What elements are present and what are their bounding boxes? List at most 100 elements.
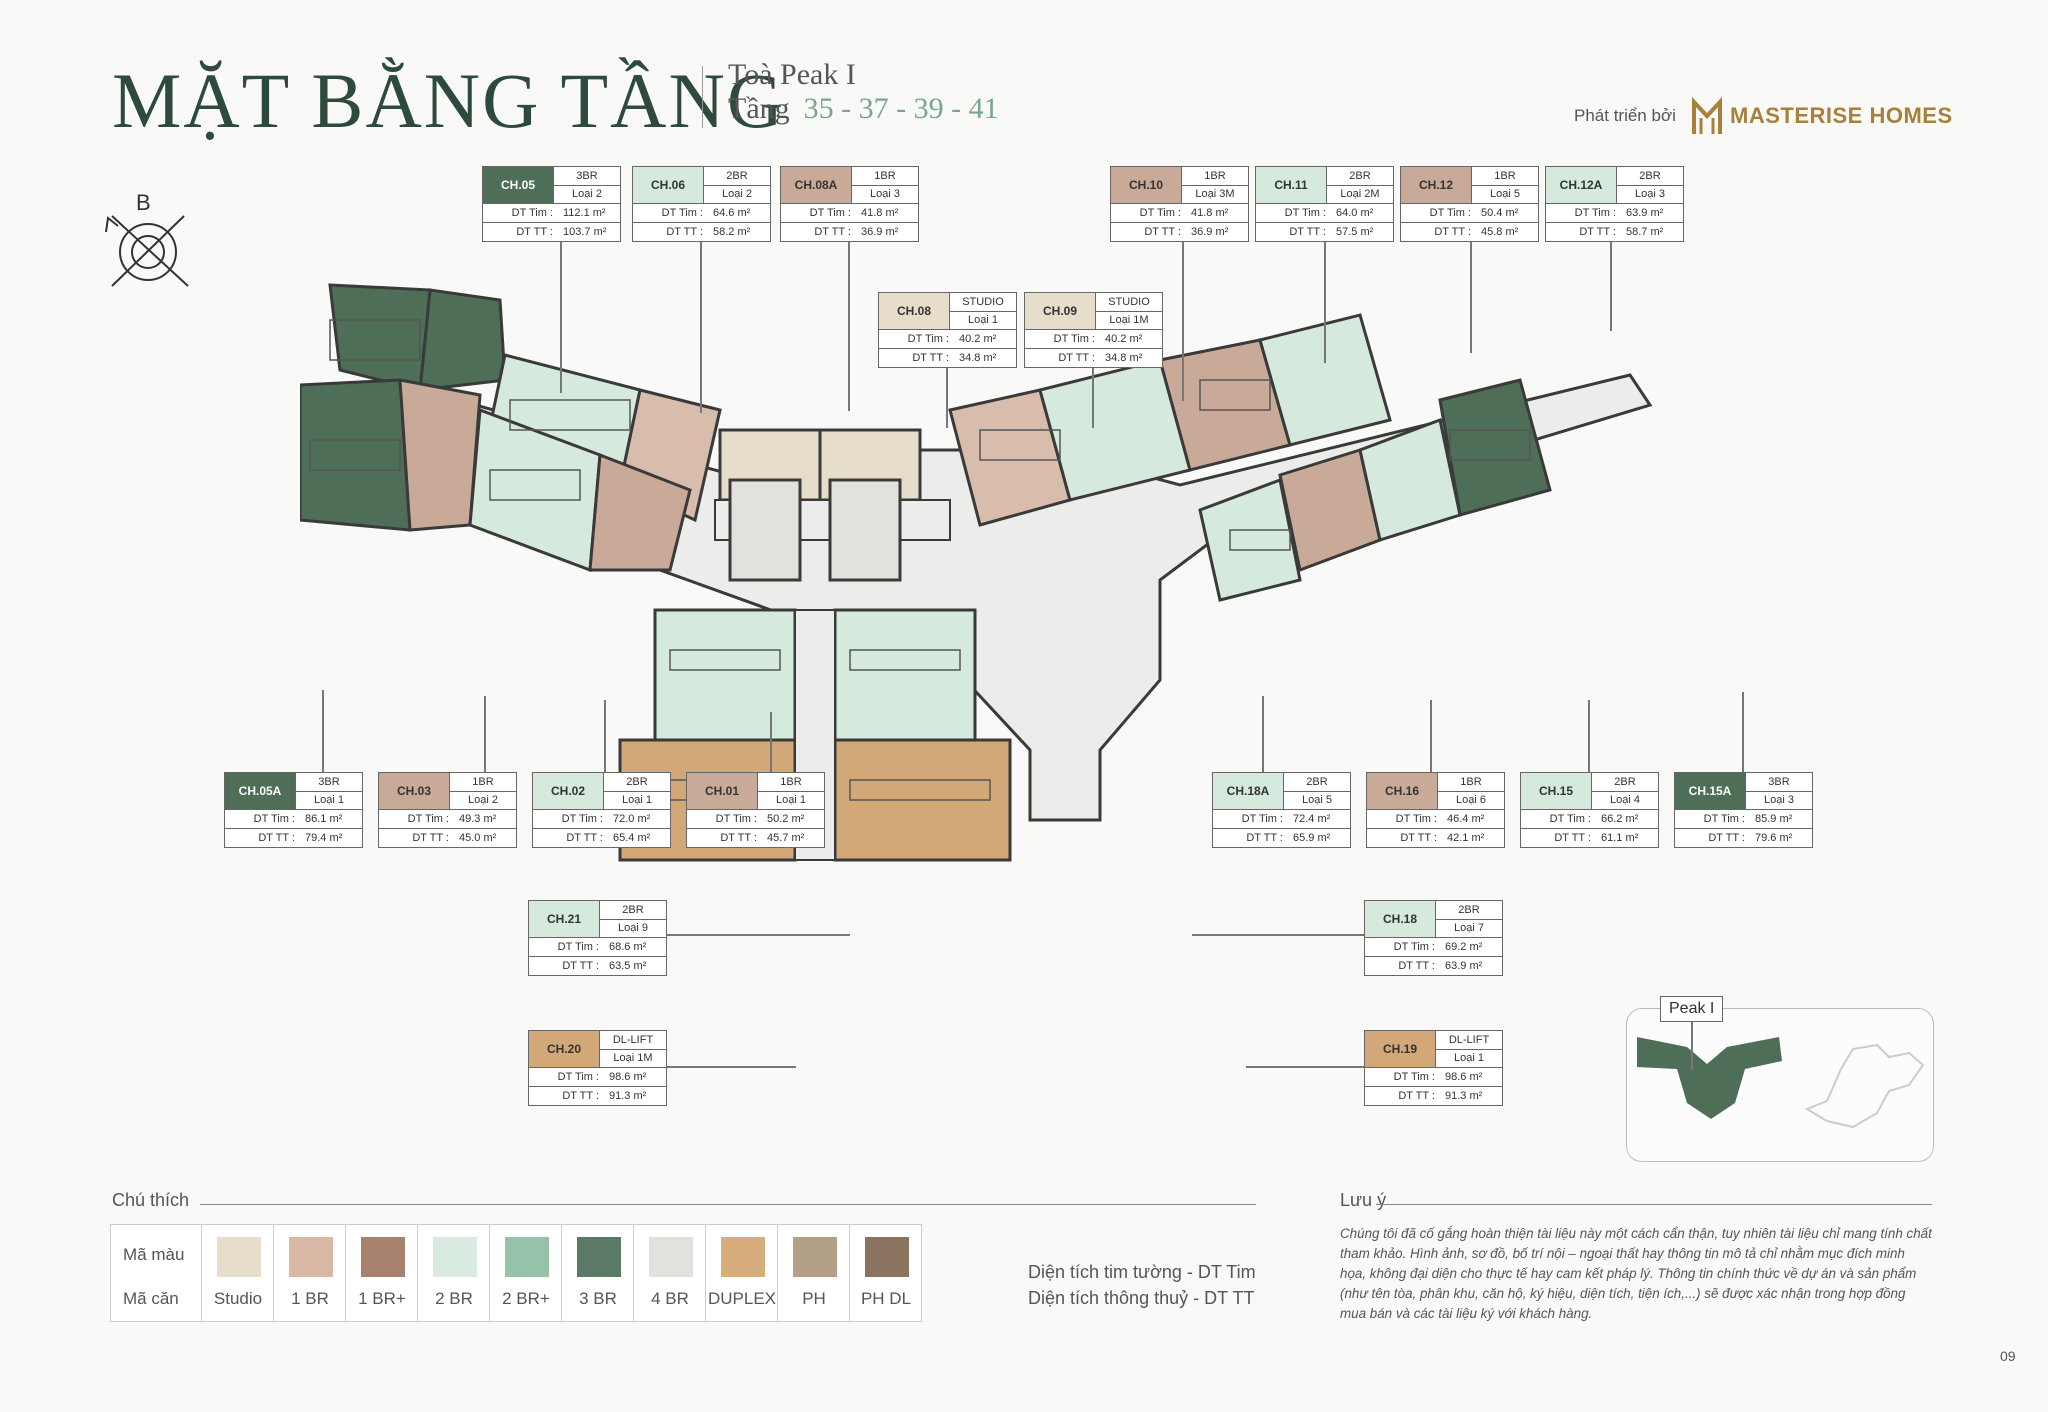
unit-area-tim-row: DT Tim :66.2 m² xyxy=(1521,810,1658,829)
unit-variant: Loại 2M xyxy=(1327,185,1393,204)
unit-code: CH.02 xyxy=(533,773,604,810)
area-tim-label: DT Tim : xyxy=(1574,207,1616,219)
area-tt-value: 65.4 m² xyxy=(613,832,651,844)
card-leader-line xyxy=(1610,241,1612,331)
legend-item: DUPLEX xyxy=(705,1225,778,1321)
unit-area-tt-row: DT TT :63.9 m² xyxy=(1365,957,1502,975)
floor-label: Tầng xyxy=(728,92,790,125)
card-leader-line xyxy=(700,241,702,413)
unit-area-tt-row: DT TT : 63.5 m² xyxy=(529,957,666,975)
brand-logo: MASTERISE HOMES xyxy=(1692,96,1953,136)
legend-item: Studio xyxy=(201,1225,274,1321)
unit-area-tim-row: DT Tim : 49.3 m² xyxy=(379,810,516,829)
unit-variant: Loại 3 xyxy=(852,185,918,204)
legend-code-row-label: Mã căn xyxy=(123,1289,179,1308)
unit-code: CH.18A xyxy=(1213,773,1284,810)
unit-area-tt-row: DT TT :34.8 m² xyxy=(1025,349,1162,367)
area-tt-value: 63.5 m² xyxy=(609,960,647,972)
unit-variant: Loại 3 xyxy=(1746,791,1812,810)
legend-item: PH DL xyxy=(849,1225,922,1321)
room-partition xyxy=(329,319,421,361)
area-tim-value: 50.2 m² xyxy=(767,813,805,825)
area-tim-label: DT Tim : xyxy=(907,333,949,345)
unit-type: 1BR xyxy=(1438,773,1504,792)
room-partition xyxy=(489,469,581,501)
area-tt-value: 61.1 m² xyxy=(1601,832,1639,844)
unit-area-tt-row: DT TT :58.2 m² xyxy=(633,223,770,241)
area-tim-label: DT Tim : xyxy=(809,207,851,219)
unit-code: CH.20 xyxy=(529,1031,600,1068)
unit-ch12a xyxy=(1258,313,1392,447)
note-rule xyxy=(1376,1204,1932,1205)
area-tim-value: 112.1 m² xyxy=(563,207,606,219)
unit-area-tim-row: DT Tim :40.2 m² xyxy=(879,330,1016,349)
area-tt-label: DT TT : xyxy=(1144,226,1181,238)
legend-item-name: 2 BR+ xyxy=(502,1289,550,1308)
legend-rule xyxy=(200,1204,1256,1205)
unit-variant: Loại 1 xyxy=(296,791,362,810)
area-tt-label: DT TT : xyxy=(1058,352,1095,364)
legend-item: PH xyxy=(777,1225,850,1321)
room-partition xyxy=(849,779,991,801)
area-note-tim: Diện tích tim tường - DT Tim xyxy=(1028,1262,1256,1282)
area-tim-value: 85.9 m² xyxy=(1755,813,1793,825)
area-tt-value: 36.9 m² xyxy=(1191,226,1229,238)
area-tt-value: 103.7 m² xyxy=(563,226,607,238)
unit-code: CH.08 xyxy=(879,293,950,330)
unit-variant: Loại 1 xyxy=(950,311,1016,330)
area-tim-label: DT Tim : xyxy=(557,941,599,953)
unit-type: 2BR xyxy=(604,773,670,792)
area-tt-value: 57.5 m² xyxy=(1336,226,1374,238)
unit-type: DL-LIFT xyxy=(1436,1031,1502,1050)
room-partition xyxy=(669,649,781,671)
area-tim-label: DT Tim : xyxy=(407,813,449,825)
disclaimer-text: Chúng tôi đã cố gắng hoàn thiện tài liệu… xyxy=(1340,1226,1932,1321)
area-tim-value: 98.6 m² xyxy=(1445,1071,1483,1083)
unit-code: CH.06 xyxy=(633,167,704,204)
unit-variant: Loại 3M xyxy=(1182,185,1248,204)
unit-area-tim-row: DT Tim :41.8 m² xyxy=(781,204,918,223)
area-tim-value: 49.3 m² xyxy=(459,813,497,825)
unit-area-tt-row: DT TT :45.0 m² xyxy=(379,829,516,847)
area-tim-value: 40.2 m² xyxy=(1105,333,1143,345)
area-tim-value: 50.4 m² xyxy=(1481,207,1519,219)
area-tim-value: 68.6 m² xyxy=(609,941,647,953)
area-tt-label: DT TT : xyxy=(814,226,851,238)
unit-area-tim-row: DT Tim :98.6 m² xyxy=(1365,1068,1502,1087)
unit-area-tt-row: DT TT :57.5 m² xyxy=(1256,223,1393,241)
card-leader-line xyxy=(946,366,948,428)
legend-swatch xyxy=(217,1237,261,1277)
card-leader-line xyxy=(1588,700,1590,772)
card-leader-line xyxy=(770,712,772,772)
unit-code: CH.05A xyxy=(225,773,296,810)
unit-type: STUDIO xyxy=(1096,293,1162,312)
unit-type: 2BR xyxy=(704,167,770,186)
card-leader-line xyxy=(1324,241,1326,363)
area-tim-value: 66.2 m² xyxy=(1601,813,1639,825)
card-leader-line xyxy=(1262,696,1264,772)
area-tim-label: DT Tim : xyxy=(1393,941,1435,953)
area-tim-label: DT Tim : xyxy=(715,813,757,825)
area-tt-value: 45.8 m² xyxy=(1481,226,1519,238)
unit-area-tt-row: DT TT :36.9 m² xyxy=(781,223,918,241)
unit-type: 2BR xyxy=(1436,901,1502,920)
area-tt-label: DT TT : xyxy=(720,832,757,844)
unit-variant: Loại 3 xyxy=(1617,185,1683,204)
area-tt-label: DT TT : xyxy=(1579,226,1616,238)
area-tt-label: DT TT : xyxy=(562,960,599,972)
page-number: 09 xyxy=(2000,1348,2016,1364)
area-tt-value: 34.8 m² xyxy=(959,352,997,364)
unit-area-tim-row: DT Tim :72.4 m² xyxy=(1213,810,1350,829)
legend-swatch xyxy=(721,1237,765,1277)
unit-code: CH.09 xyxy=(1025,293,1096,330)
area-tt-label: DT TT : xyxy=(912,352,949,364)
legend-title: Chú thích xyxy=(112,1190,190,1210)
card-leader-line xyxy=(848,241,850,411)
legend-swatch xyxy=(289,1237,333,1277)
area-tt-value: 58.2 m² xyxy=(713,226,751,238)
legend-item-name: PH DL xyxy=(860,1289,912,1308)
